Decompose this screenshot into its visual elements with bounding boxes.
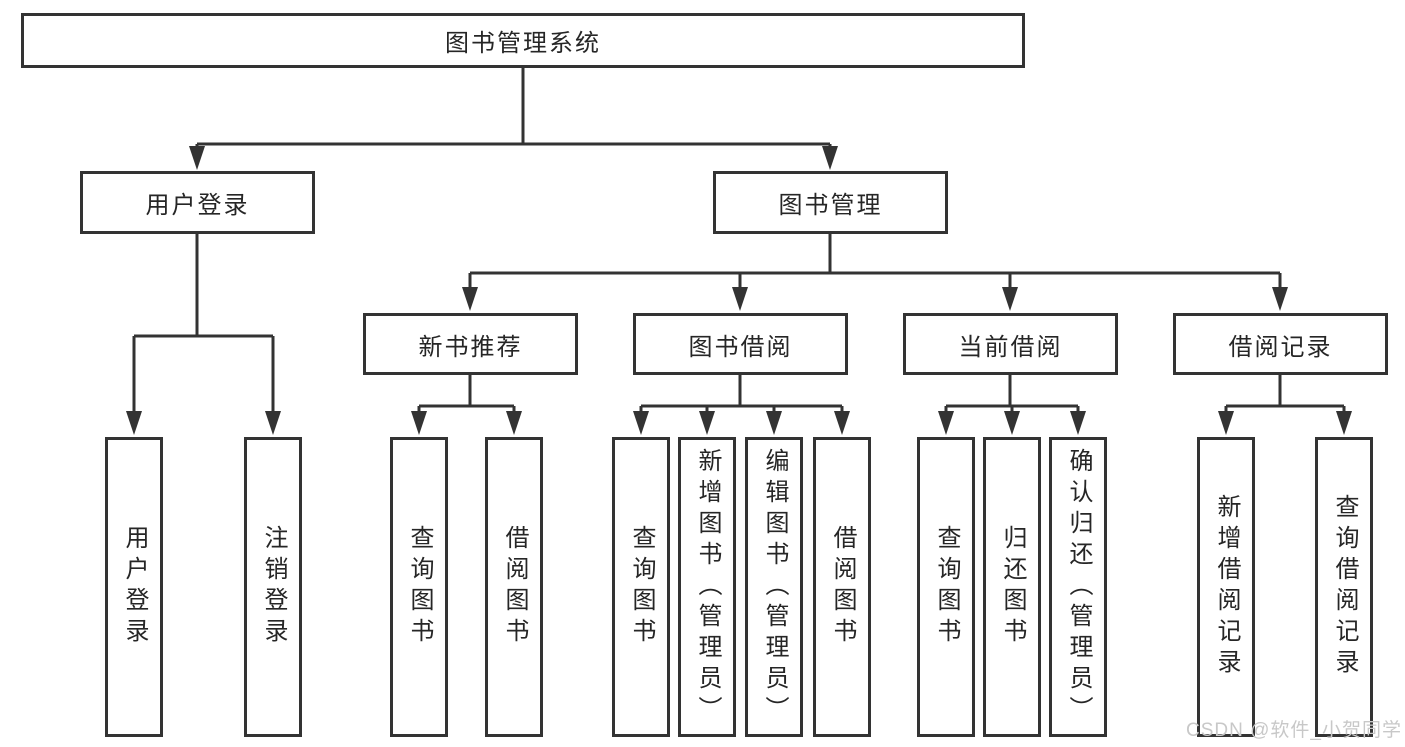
- leaf-borrow-query-book-label: 查询图书: [628, 525, 655, 649]
- leaf-record-query: 查询借阅记录: [1315, 437, 1373, 737]
- node-current-borrow: 当前借阅: [903, 313, 1118, 375]
- leaf-recommend-borrow-book-label: 借阅图书: [501, 525, 528, 649]
- leaf-recommend-query-book-label: 查询图书: [406, 525, 433, 649]
- leaf-recommend-query-book: 查询图书: [390, 437, 448, 737]
- leaf-record-add: 新增借阅记录: [1197, 437, 1255, 737]
- leaf-user-login: 用户登录: [105, 437, 163, 737]
- leaf-borrow-query-book: 查询图书: [612, 437, 670, 737]
- node-root-label: 图书管理系统: [445, 30, 601, 57]
- leaf-borrow-add-book: 新增图书（管理员）: [678, 437, 736, 737]
- watermark: CSDN @软件_小贺同学: [1186, 720, 1402, 741]
- leaf-user-login-label: 用户登录: [121, 525, 148, 649]
- node-new-book-recommend-label: 新书推荐: [418, 333, 523, 361]
- node-borrow-record-label: 借阅记录: [1228, 333, 1333, 361]
- leaf-borrow-edit-book-label: 编辑图书（管理员）: [761, 447, 788, 727]
- leaf-borrow-borrow-book: 借阅图书: [813, 437, 871, 737]
- leaf-current-confirm-return-label: 确认归还（管理员）: [1065, 447, 1092, 727]
- leaf-record-query-label: 查询借阅记录: [1331, 494, 1358, 680]
- leaf-record-add-label: 新增借阅记录: [1213, 494, 1240, 680]
- leaf-current-query-book: 查询图书: [917, 437, 975, 737]
- node-root: 图书管理系统: [21, 13, 1025, 68]
- leaf-borrow-edit-book: 编辑图书（管理员）: [745, 437, 803, 737]
- leaf-current-query-book-label: 查询图书: [933, 525, 960, 649]
- node-book-management: 图书管理: [713, 171, 948, 234]
- node-book-borrow: 图书借阅: [633, 313, 848, 375]
- leaf-logout: 注销登录: [244, 437, 302, 737]
- leaf-current-return-book: 归还图书: [983, 437, 1041, 737]
- leaf-recommend-borrow-book: 借阅图书: [485, 437, 543, 737]
- leaf-borrow-borrow-book-label: 借阅图书: [829, 525, 856, 649]
- leaf-current-return-book-label: 归还图书: [999, 525, 1026, 649]
- node-borrow-record: 借阅记录: [1173, 313, 1388, 375]
- leaf-borrow-add-book-label: 新增图书（管理员）: [694, 447, 721, 727]
- node-new-book-recommend: 新书推荐: [363, 313, 578, 375]
- node-user-login-label: 用户登录: [145, 192, 250, 219]
- node-book-borrow-label: 图书借阅: [688, 333, 793, 361]
- leaf-current-confirm-return: 确认归还（管理员）: [1049, 437, 1107, 737]
- node-book-management-label: 图书管理: [778, 192, 883, 219]
- node-user-login: 用户登录: [80, 171, 315, 234]
- node-current-borrow-label: 当前借阅: [958, 333, 1063, 361]
- leaf-logout-label: 注销登录: [260, 525, 287, 649]
